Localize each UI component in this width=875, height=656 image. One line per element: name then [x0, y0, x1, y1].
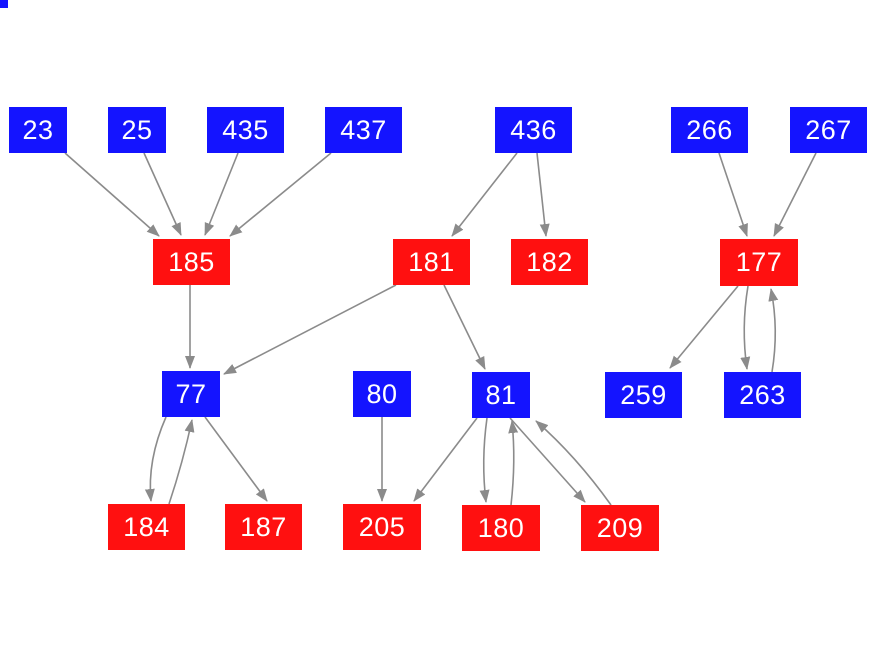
node-181[interactable]: 181 — [393, 239, 470, 285]
edge-77-184 — [144, 416, 167, 502]
edge-81-209 — [509, 417, 586, 503]
corner-artifact-square — [0, 0, 8, 8]
node-182[interactable]: 182 — [511, 239, 588, 285]
edge-180-81 — [508, 420, 519, 506]
edges-group — [64, 152, 817, 506]
edge-436-181 — [451, 152, 518, 237]
node-80[interactable]: 80 — [353, 371, 411, 417]
node-263[interactable]: 263 — [724, 372, 801, 418]
node-185[interactable]: 185 — [153, 239, 230, 285]
edge-267-177 — [773, 152, 817, 237]
node-259[interactable]: 259 — [605, 372, 682, 418]
node-81[interactable]: 81 — [472, 372, 530, 418]
edge-435-185 — [204, 152, 239, 236]
edge-25-185 — [143, 152, 182, 236]
node-209[interactable]: 209 — [581, 505, 659, 551]
node-25[interactable]: 25 — [108, 107, 166, 153]
node-435[interactable]: 435 — [207, 107, 284, 153]
node-266[interactable]: 266 — [671, 107, 748, 153]
edge-184-77 — [168, 419, 195, 505]
node-23[interactable]: 23 — [9, 107, 67, 153]
edge-177-259 — [669, 285, 739, 369]
edge-177-263 — [740, 285, 751, 370]
node-187[interactable]: 187 — [225, 504, 302, 550]
edge-81-205 — [413, 417, 478, 502]
node-437[interactable]: 437 — [325, 107, 402, 153]
edge-181-77 — [223, 284, 397, 375]
edge-266-177 — [718, 152, 748, 237]
edge-209-81 — [535, 420, 612, 506]
node-180[interactable]: 180 — [462, 505, 540, 551]
node-77[interactable]: 77 — [162, 371, 220, 417]
edge-263-177 — [768, 288, 779, 373]
node-267[interactable]: 267 — [790, 107, 867, 153]
edge-181-81 — [443, 284, 486, 370]
edge-437-185 — [229, 152, 332, 237]
node-436[interactable]: 436 — [495, 107, 572, 153]
edge-77-187 — [204, 416, 268, 502]
node-184[interactable]: 184 — [108, 504, 185, 550]
edge-23-185 — [64, 152, 160, 237]
node-205[interactable]: 205 — [343, 504, 421, 550]
edge-436-182 — [536, 152, 550, 237]
edge-81-180 — [479, 417, 490, 503]
node-177[interactable]: 177 — [720, 239, 798, 286]
